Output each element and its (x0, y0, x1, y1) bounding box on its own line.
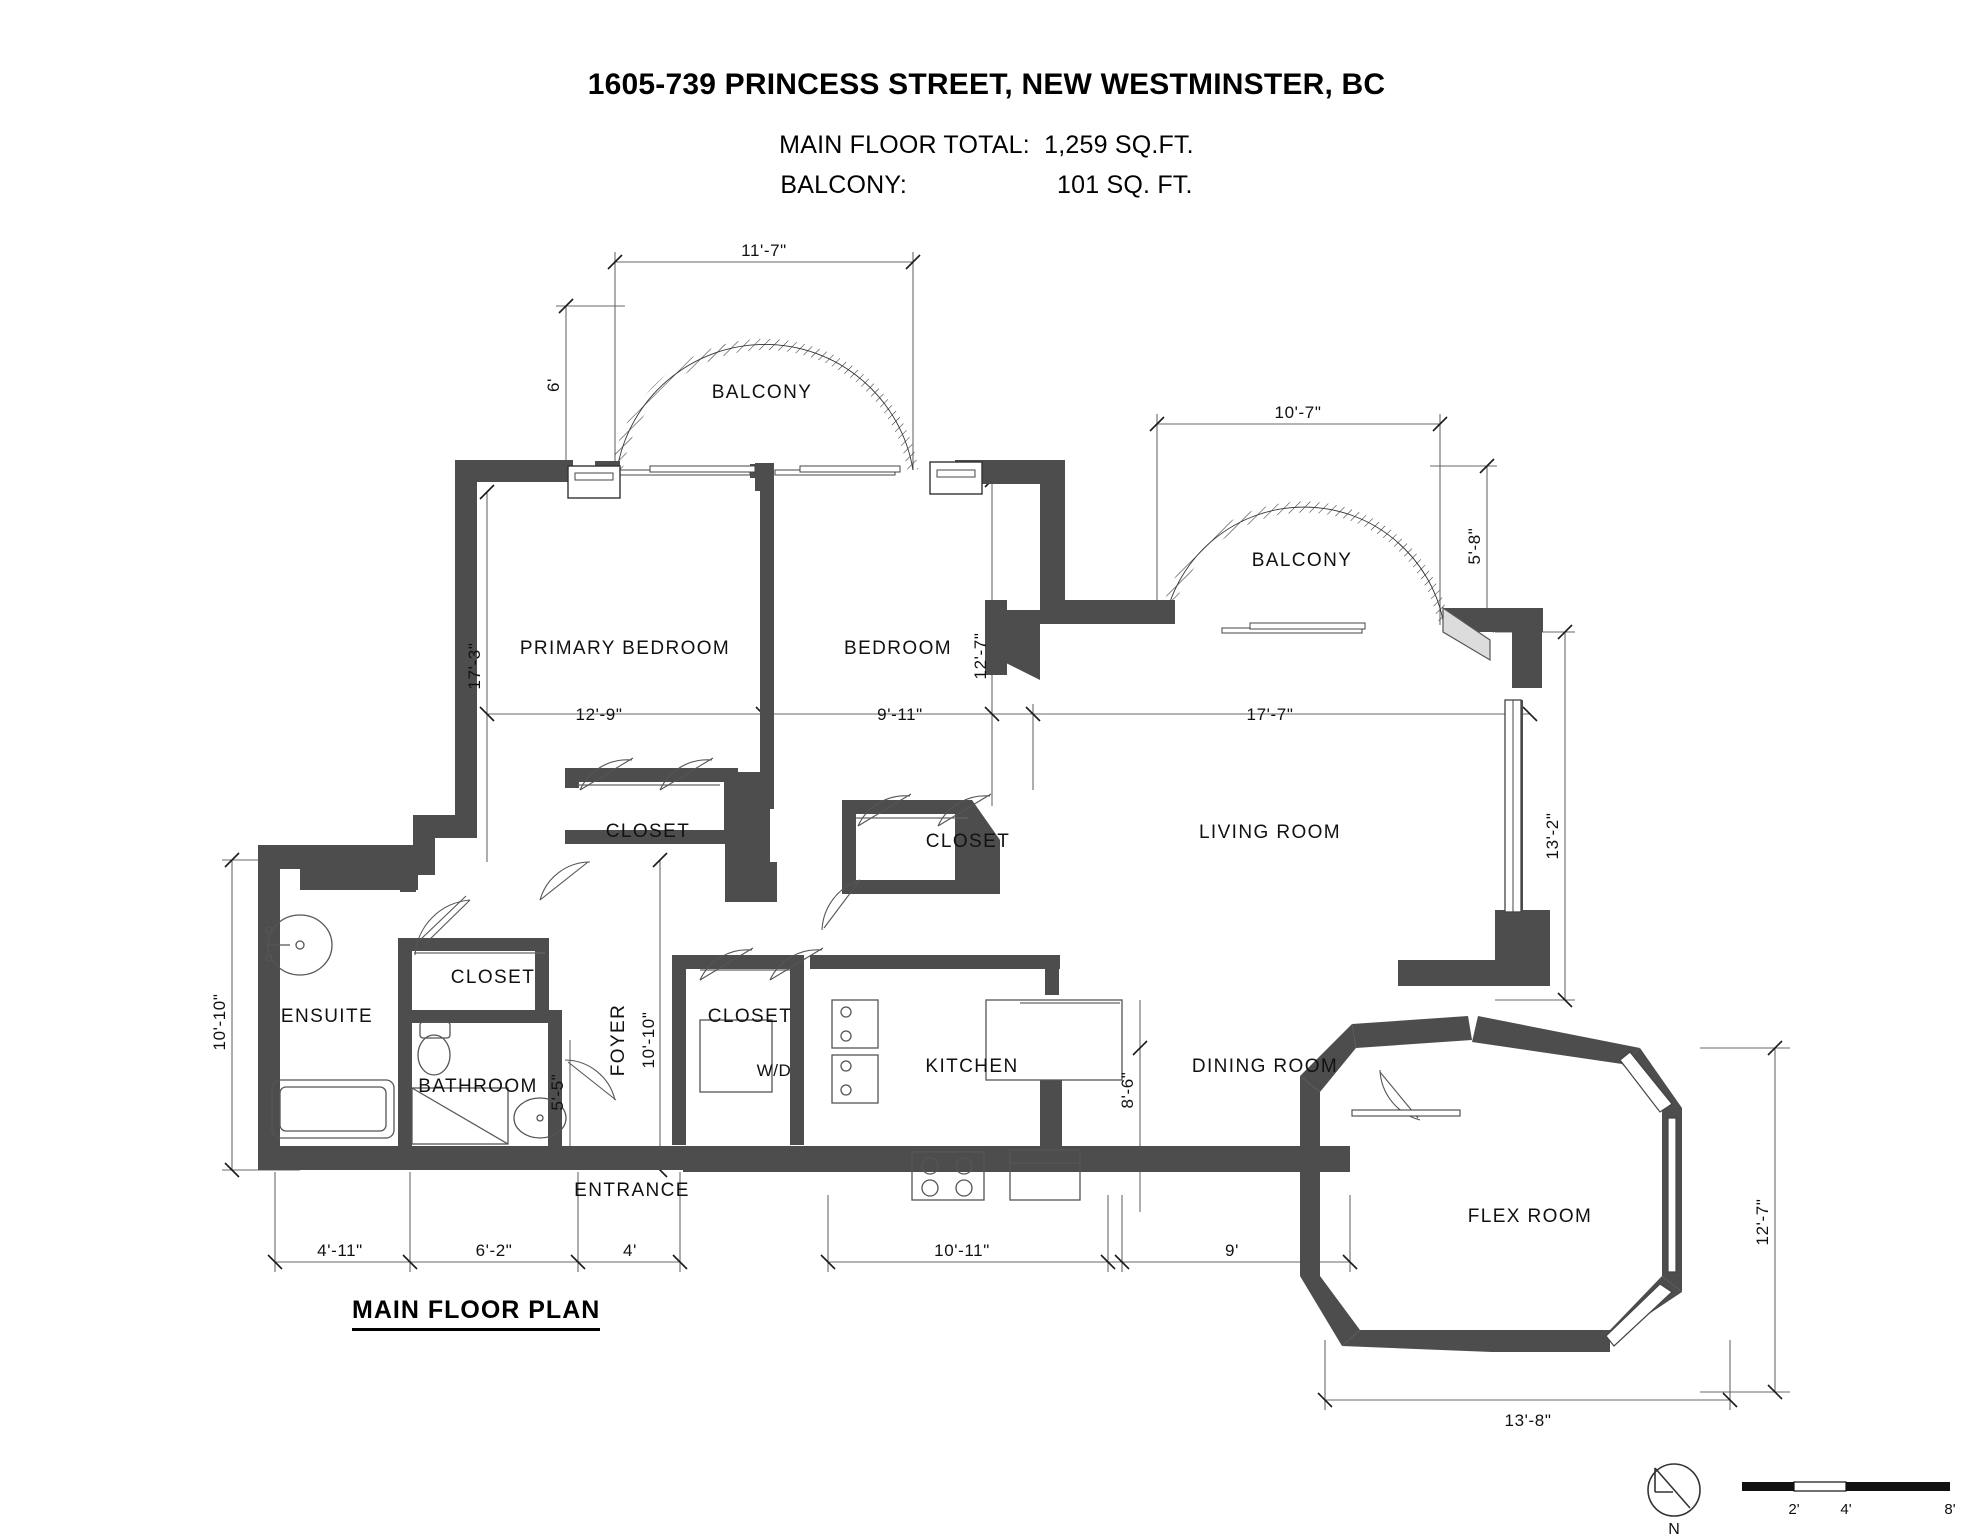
dimension-tick-marks (224, 254, 1783, 1408)
room-label-flex-room: FLEX ROOM (1468, 1206, 1593, 1227)
door-swings (414, 757, 1461, 1121)
room-label-living-room: LIVING ROOM (1199, 822, 1341, 843)
dim-ensuite-width: 4'-11" (317, 1241, 363, 1260)
room-label-balcony-left: BALCONY (712, 382, 813, 403)
room-label-closet-bedroom: CLOSET (926, 831, 1010, 852)
north-arrow: N (1647, 1463, 1701, 1536)
dim-ensuite-depth: 10'-10" (210, 994, 229, 1051)
dim-balcony-right-width: 10'-7" (1275, 403, 1322, 422)
dim-dining-width: 9' (1225, 1241, 1239, 1260)
room-label-kitchen: KITCHEN (925, 1056, 1018, 1077)
page-title: 1605-739 PRINCESS STREET, NEW WESTMINSTE… (587, 68, 1386, 101)
scale-tick-8: 8' (1944, 1501, 1955, 1518)
windows-and-glazing (567, 461, 1677, 1347)
dim-balcony-left-depth: 6' (544, 378, 563, 392)
scale-tick-2: 2' (1788, 1501, 1799, 1518)
dimension-lines (222, 252, 1790, 1410)
dim-bedroom-width: 9'-11" (877, 705, 923, 724)
wall-outline (258, 460, 1682, 1352)
dim-entrance-width: 4' (623, 1241, 637, 1260)
dim-dining-depth: 8'-6" (1118, 1072, 1137, 1109)
balcony-railings (611, 338, 1449, 622)
dim-primary-bedroom-width: 12'-9" (576, 705, 623, 724)
main-floor-total-text: MAIN FLOOR TOTAL: 1,259 SQ.FT. (779, 131, 1194, 159)
room-label-primary-bedroom: PRIMARY BEDROOM (520, 638, 730, 659)
scale-bar: 2' 4' 8' (1742, 1481, 1956, 1518)
room-label-foyer: FOYER (608, 1004, 629, 1076)
room-label-dining-room: DINING ROOM (1192, 1056, 1338, 1077)
dim-bedroom-depth: 12'-7" (971, 633, 990, 680)
dim-flex-depth: 12'-7" (1753, 1199, 1772, 1246)
dim-balcony-right-depth: 5'-8" (1465, 528, 1484, 565)
label-washer-dryer: W/D (757, 1061, 792, 1080)
room-labels: BALCONY BALCONY PRIMARY BEDROOM BEDROOM … (281, 382, 1593, 1227)
plan-title-label: MAIN FLOOR PLAN (352, 1296, 601, 1331)
dim-foyer-depth: 10'-10" (639, 1012, 658, 1069)
scale-tick-4: 4' (1840, 1501, 1851, 1518)
dim-kitchen-width: 10'-11" (934, 1241, 990, 1260)
room-label-closet-ensuite: CLOSET (451, 967, 535, 988)
dim-balcony-left-width: 11'-7" (741, 241, 787, 260)
room-label-closet-primary: CLOSET (606, 821, 690, 842)
dim-primary-bedroom-depth: 17'-3" (465, 643, 484, 690)
dimension-labels: 11'-7" 6' 10'-7" 5'-8" 17'-3" 12'-9" 9'-… (210, 241, 1772, 1430)
room-label-bedroom: BEDROOM (844, 638, 952, 659)
balcony-total-text: BALCONY: 101 SQ. FT. (780, 171, 1193, 199)
dim-bathroom-depth: 5'-5" (548, 1074, 567, 1111)
north-label: N (1668, 1521, 1680, 1536)
room-label-balcony-right: BALCONY (1252, 550, 1353, 571)
dim-flex-width: 13'-8" (1505, 1411, 1552, 1430)
dim-living-room-depth: 13'-2" (1543, 813, 1562, 860)
room-label-closet-foyer: CLOSET (708, 1006, 792, 1027)
dim-living-room-width: 17'-7" (1247, 705, 1294, 724)
room-label-ensuite: ENSUITE (281, 1006, 373, 1027)
plumbing-and-appliance-fixtures (265, 784, 1123, 1201)
dim-bathroom-width: 6'-2" (476, 1241, 513, 1260)
room-label-entrance: ENTRANCE (574, 1180, 690, 1201)
room-label-bathroom: BATHROOM (418, 1076, 538, 1097)
